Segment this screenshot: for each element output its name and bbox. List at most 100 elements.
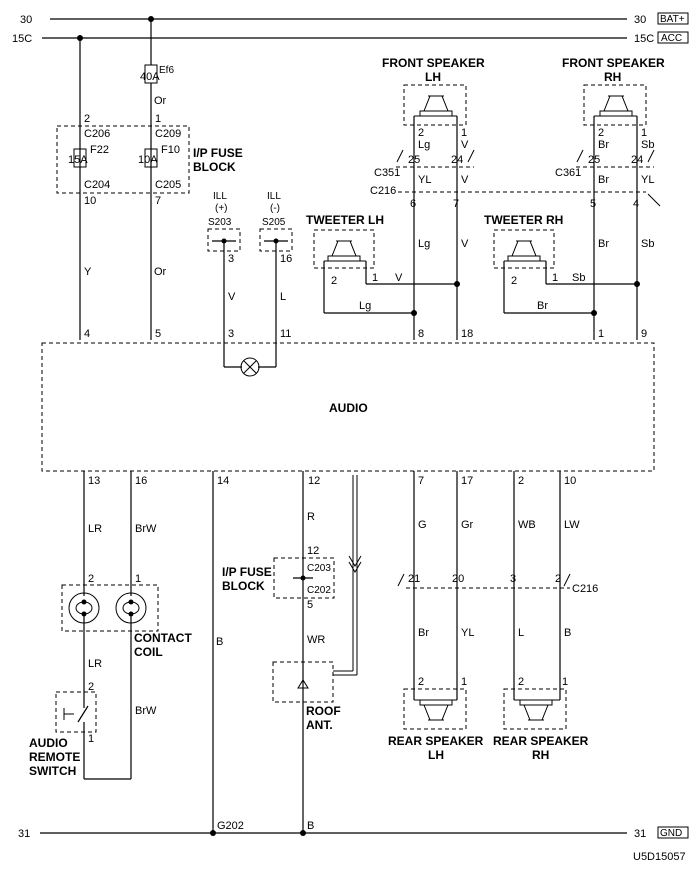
rear-rh-top-wire-b: LW [564, 519, 580, 531]
ip-fuse-block-title-2: BLOCK [193, 160, 236, 174]
rear-rh-pin2: 2 [518, 676, 524, 688]
bat-rail-right-label: 30 [634, 14, 646, 26]
rear-speaker-rh: 2 1 REAR SPEAKER RH [493, 676, 589, 762]
antenna-fuse-title-1: I/P FUSE [222, 565, 272, 579]
rear-lh-top-wire-b: Gr [461, 519, 474, 531]
antenna-conn-top: C203 [307, 563, 331, 574]
tweeter-lh-pin1: 1 [372, 272, 378, 284]
ill-minus-wire: L [280, 291, 286, 303]
f22-conn-top: C206 [84, 128, 110, 140]
tweeter-rh-speaker-icon [507, 240, 541, 262]
coil-wire-top-left: LR [88, 523, 102, 535]
rear-lh-top-wire-a: G [418, 519, 427, 531]
tweeter-rh-wire-pin2: Br [537, 300, 548, 312]
f22-pin-bottom: 10 [84, 195, 96, 207]
antenna-ground-wire: B [307, 820, 314, 832]
roof-antenna: R 12 C203 C202 5 I/P FUSE BLOCK WR ROOF … [222, 471, 362, 836]
ground-wire-color: B [216, 636, 223, 648]
rear-speaker-lh: 2 1 REAR SPEAKER LH [388, 676, 484, 762]
ill-plus-label: ILL [213, 191, 227, 202]
ground-point-label: G202 [217, 820, 244, 832]
front-rh-lower-pin-b: 4 [633, 198, 639, 210]
acc-tag: ACC [661, 33, 682, 44]
front-lh-speaker-icon [419, 95, 453, 117]
ill-minus-splice: S205 [262, 217, 286, 228]
antenna-wire-top: R [307, 511, 315, 523]
front-speaker-rh: FRONT SPEAKER RH 2 Br 1 Sb 25 24 C361 Br… [555, 56, 665, 340]
acc-rail-left-label: 15C [12, 33, 32, 45]
front-lh-title-1: FRONT SPEAKER [382, 56, 485, 70]
front-lh-pin2: 2 [418, 127, 424, 139]
rear-rh-bottom-wire-b: B [564, 627, 571, 639]
front-rh-conn-pin-a: 25 [588, 154, 600, 166]
front-rh-pin2: 2 [598, 127, 604, 139]
wire-y: Y [84, 266, 92, 278]
rear-conn-label: C216 [572, 583, 598, 595]
ill-splices: ILL (+) S203 3 V ILL (-) S205 16 L [207, 191, 293, 377]
ill-plus-sign: (+) [215, 203, 228, 214]
audio-title: AUDIO [329, 401, 368, 415]
front-rh-wire-pin2: Br [598, 139, 609, 151]
audio-bottom-pin: 14 [217, 475, 229, 487]
rear-lh-title-1: REAR SPEAKER [388, 734, 484, 748]
front-lh-down-wire-b: V [461, 238, 469, 250]
fuse-ef6-wire: Or [154, 95, 167, 107]
antenna-wire-bottom: WR [307, 634, 325, 646]
switch-title-2: REMOTE [29, 750, 80, 764]
tweeter-lh-pin2: 2 [331, 275, 337, 287]
audio-top-pin: 18 [461, 328, 473, 340]
gnd-rail-left-label: 31 [18, 828, 30, 840]
switch-title-3: SWITCH [29, 764, 76, 778]
tweeter-lh-title: TWEETER LH [306, 213, 384, 227]
f22-rating: 15A [68, 154, 88, 166]
tweeter-rh-title: TWEETER RH [484, 213, 563, 227]
ground-wire-g202: B G202 [210, 471, 244, 836]
antenna-pin-top: 12 [307, 545, 319, 557]
coil-pin-right: 1 [135, 573, 141, 585]
rear-rh-pin1: 1 [562, 676, 568, 688]
rear-conn-pin: 21 [408, 573, 420, 585]
rear-lh-bottom-wire-b: YL [461, 627, 474, 639]
antenna-title-2: ANT. [306, 718, 333, 732]
front-lh-conn-pin-a: 25 [408, 154, 420, 166]
f10-pin-bottom: 7 [155, 195, 161, 207]
tweeter-lh: TWEETER LH 2 1 V Lg [306, 213, 460, 316]
fuse-ef6-name: Ef6 [159, 65, 174, 76]
c216-upper-connector: C216 [370, 185, 661, 207]
antenna-fuse-title-2: BLOCK [222, 579, 265, 593]
switch-title-1: AUDIO [29, 736, 68, 750]
acc-rail: 15C 15C ACC [12, 31, 689, 45]
ill-minus-pin: 16 [280, 253, 292, 265]
audio-top-pin: 5 [155, 328, 161, 340]
antenna-conn-bottom: C202 [307, 585, 331, 596]
rear-rh-top-wire-a: WB [518, 519, 536, 531]
antenna-pin-bottom: 5 [307, 599, 313, 611]
front-lh-conn-wire-b: V [461, 174, 469, 186]
front-rh-conn-pin-b: 24 [631, 154, 643, 166]
coil-title-2: COIL [134, 645, 163, 659]
front-lh-lower-pin-a: 6 [410, 198, 416, 210]
rear-rh-title-2: RH [532, 748, 549, 762]
bat-rail-left-label: 30 [20, 14, 32, 26]
front-lh-conn-pin-b: 24 [451, 154, 463, 166]
ill-plus-wire: V [228, 291, 236, 303]
coil-title-1: CONTACT [134, 631, 192, 645]
rear-conn-pin: 3 [510, 573, 516, 585]
front-lh-lower-pin-b: 7 [453, 198, 459, 210]
rear-speaker-wiring: G Gr WB LW 21 20 3 2 C216 Br YL L B [397, 471, 598, 700]
fuse-ef6-rating: 40A [140, 71, 160, 83]
audio-top-pin: 11 [280, 328, 291, 340]
gnd-tag: GND [660, 828, 682, 839]
rear-rh-title-1: REAR SPEAKER [493, 734, 589, 748]
coax-arrow-icon [348, 555, 362, 567]
tweeter-lh-speaker-icon [327, 240, 361, 262]
f22-name: F22 [90, 144, 109, 156]
diagram-code: U5D15057 [633, 851, 686, 863]
tweeter-rh-pin2: 2 [511, 275, 517, 287]
antenna-icon [297, 679, 309, 689]
coil-wire-bottom-left: LR [88, 658, 102, 670]
rear-lh-pin2: 2 [418, 676, 424, 688]
front-speaker-lh: FRONT SPEAKER LH 2 Lg 1 V 25 24 C351 YL … [374, 56, 485, 340]
front-rh-down-wire-b: Sb [641, 238, 654, 250]
